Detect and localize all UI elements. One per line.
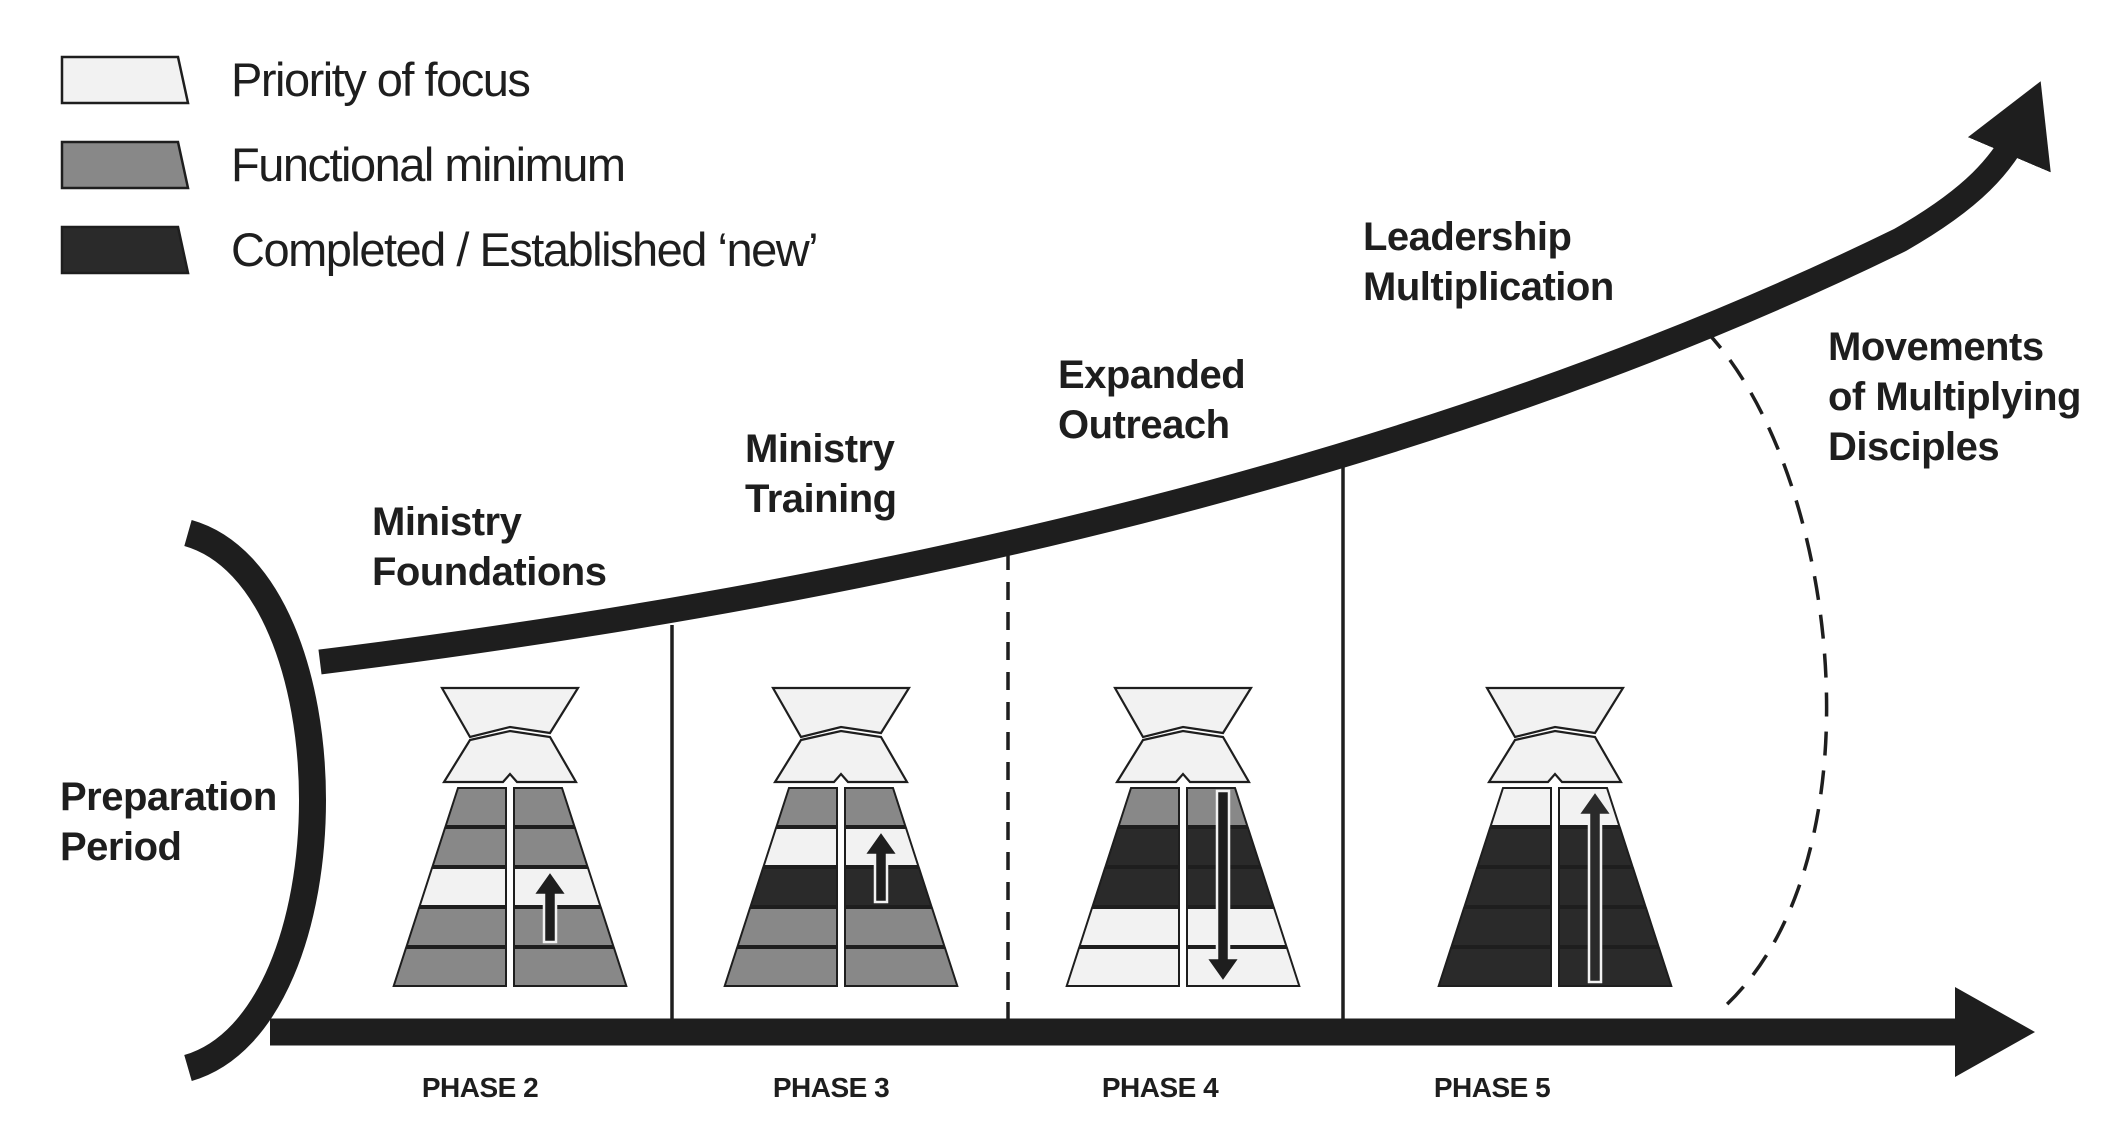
pyramid-funnel-bottom bbox=[1115, 729, 1251, 784]
pyramid-row-3-left bbox=[749, 867, 838, 907]
phase-pyramid-5 bbox=[1437, 686, 1673, 987]
pyramid-row-5-left bbox=[1437, 947, 1552, 987]
stage-label-preparation: Preparation Period bbox=[60, 775, 287, 869]
stage-label-foundations: Ministry Foundations bbox=[372, 500, 606, 594]
pyramid-funnel-top bbox=[440, 686, 580, 739]
pyramid-row-5-left bbox=[1065, 947, 1180, 987]
phase-pyramid-2 bbox=[392, 686, 628, 987]
pyramid-row-4-left bbox=[1078, 907, 1180, 947]
pyramid-row-4-left bbox=[405, 907, 507, 947]
phase-label-4: PHASE 4 bbox=[1102, 1072, 1219, 1103]
phase-pyramid-3 bbox=[723, 686, 959, 987]
legend-item-completed: Completed / Established ‘new’ bbox=[60, 223, 819, 276]
legend: Priority of focus Functional minimum Com… bbox=[60, 53, 819, 276]
pyramid-funnel-top bbox=[771, 686, 911, 739]
pyramid-row-2-left bbox=[1104, 827, 1180, 867]
phase-pyramids bbox=[392, 686, 1673, 987]
legend-item-priority: Priority of focus bbox=[60, 53, 531, 106]
pyramid-row-1-right bbox=[513, 787, 576, 827]
pyramid-row-5-left bbox=[723, 947, 838, 987]
pyramid-row-3-left bbox=[1091, 867, 1180, 907]
pyramid-row-5-right bbox=[513, 947, 628, 987]
pyramid-row-4-left bbox=[736, 907, 838, 947]
pyramid-funnel-top bbox=[1485, 686, 1625, 739]
pyramid-funnel-bottom bbox=[442, 729, 578, 784]
legend-swatch-functional bbox=[60, 140, 190, 190]
stage-labels: Preparation Period Ministry Foundations … bbox=[60, 215, 2092, 869]
legend-swatch-priority bbox=[60, 55, 190, 105]
pyramid-row-3-left bbox=[1463, 867, 1552, 907]
legend-item-functional: Functional minimum bbox=[60, 138, 626, 191]
legend-label-functional: Functional minimum bbox=[231, 138, 625, 191]
pyramid-row-4-right bbox=[1186, 907, 1288, 947]
phase-label-5: PHASE 5 bbox=[1434, 1072, 1550, 1103]
pyramid-row-1-left bbox=[444, 787, 507, 827]
pyramid-row-2-left bbox=[431, 827, 507, 867]
pyramid-up-arrow bbox=[861, 828, 901, 904]
legend-label-priority: Priority of focus bbox=[231, 53, 529, 106]
pyramid-row-4-right bbox=[844, 907, 946, 947]
movement-dashed-curve bbox=[1703, 328, 1829, 1010]
pyramid-down-arrow bbox=[1203, 789, 1243, 985]
pyramid-row-5-right bbox=[1186, 947, 1301, 987]
preparation-bracket bbox=[183, 520, 326, 1081]
pyramid-funnel-bottom bbox=[773, 729, 909, 784]
phase-labels: PHASE 2 PHASE 3 PHASE 4 PHASE 5 bbox=[422, 1072, 1551, 1103]
phase-label-3: PHASE 3 bbox=[773, 1072, 889, 1103]
pyramid-row-4-right bbox=[513, 907, 615, 947]
pyramid-row-2-left bbox=[1476, 827, 1552, 867]
pyramid-row-1-left bbox=[1117, 787, 1180, 827]
pyramid-row-2-left bbox=[762, 827, 838, 867]
stage-label-movements: Movements of Multiplying Disciples bbox=[1828, 325, 2092, 469]
phase-label-2: PHASE 2 bbox=[422, 1072, 538, 1103]
pyramid-row-3-left bbox=[418, 867, 507, 907]
pyramid-row-4-left bbox=[1450, 907, 1552, 947]
pyramid-up-arrow bbox=[530, 868, 570, 944]
pyramid-funnel-top bbox=[1113, 686, 1253, 739]
growth-arrow bbox=[318, 81, 2051, 675]
pyramid-row-1-left bbox=[775, 787, 838, 827]
legend-swatch-completed bbox=[60, 225, 190, 275]
pyramid-funnel-bottom bbox=[1487, 729, 1623, 784]
phase-pyramid-4 bbox=[1065, 686, 1301, 987]
pyramid-up-arrow bbox=[1575, 788, 1615, 984]
timeline-structure bbox=[183, 81, 2051, 1081]
pyramid-row-5-left bbox=[392, 947, 507, 987]
pyramid-row-4-right bbox=[1558, 907, 1660, 947]
stage-label-training: Ministry Training bbox=[745, 427, 905, 521]
pyramid-row-1-right bbox=[844, 787, 907, 827]
legend-label-completed: Completed / Established ‘new’ bbox=[231, 223, 817, 276]
pyramid-row-5-right bbox=[844, 947, 959, 987]
stage-label-outreach: Expanded Outreach bbox=[1058, 353, 1256, 447]
pyramid-row-1-left bbox=[1489, 787, 1552, 827]
pyramid-row-5-right bbox=[1558, 947, 1673, 987]
pyramid-row-2-right bbox=[513, 827, 589, 867]
stage-label-leadership: Leadership Multiplication bbox=[1363, 215, 1614, 309]
